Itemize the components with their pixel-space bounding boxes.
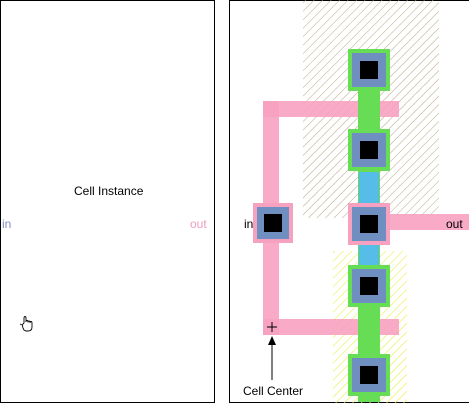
hand-cursor-icon xyxy=(19,316,33,332)
diffusion-contact xyxy=(348,49,390,91)
diffusion-contact xyxy=(348,129,390,171)
layout-port-out-label: out xyxy=(446,217,463,231)
metal-out-bar xyxy=(385,214,469,230)
cell-center-label: Cell Center xyxy=(243,384,304,398)
output-contact xyxy=(348,203,390,245)
input-contact xyxy=(253,203,293,243)
diffusion-contact xyxy=(348,265,390,307)
instance-port-in-label: in xyxy=(2,217,12,231)
cell-instance-panel xyxy=(0,0,215,403)
cell-center-arrow xyxy=(268,336,276,380)
layout-port-in-label: in xyxy=(244,217,254,231)
diffusion-contact xyxy=(348,354,390,396)
instance-port-out-label: out xyxy=(190,217,207,231)
cell-center-marker xyxy=(267,322,277,332)
cell-instance-title: Cell Instance xyxy=(74,184,144,198)
